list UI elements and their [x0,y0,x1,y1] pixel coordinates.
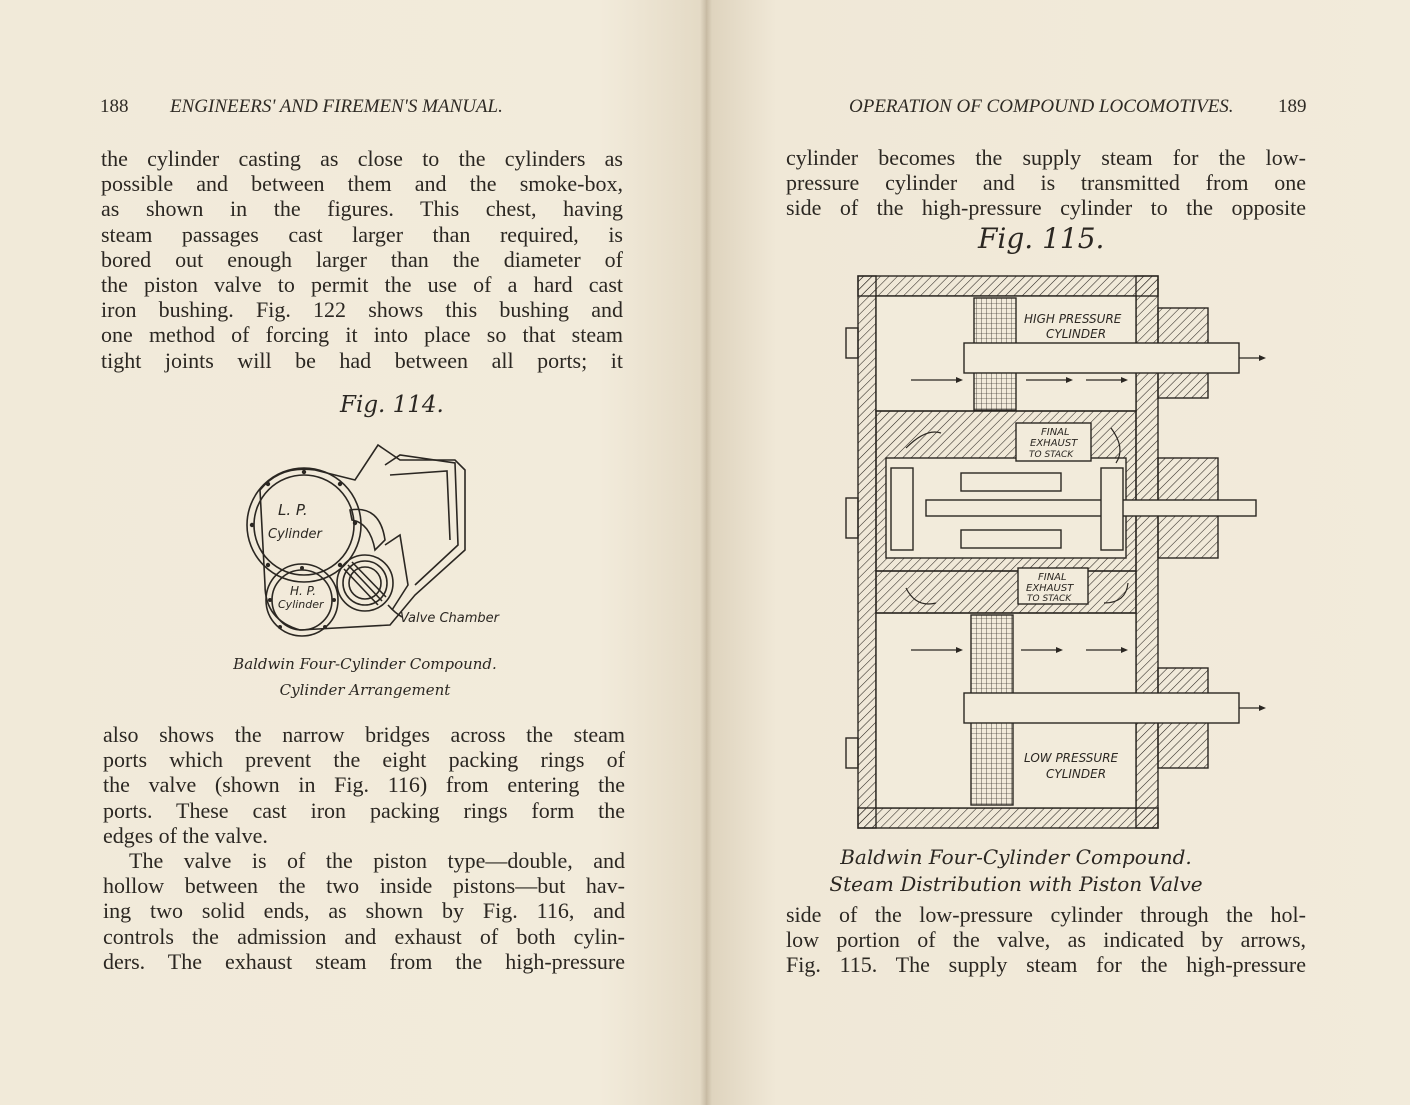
text-line: also shows the narrow bridges across the… [103,722,625,747]
right-page: OPERATION OF COMPOUND LOCOMOTIVES. 189 c… [706,0,1410,1105]
lp-cyl-label-1: LOW PRESSURE [1024,751,1119,765]
hp-cyl-label-2: CYLINDER [1046,327,1106,341]
left-page-number: 188 [100,96,129,117]
text-line: side of the high-pressure cylinder to th… [786,195,1306,221]
text-line: bored out enough larger than the diamete… [101,246,623,272]
lp-label-2: Cylinder [268,527,323,542]
text-line: Fig. 115. The supply steam for the high-… [786,952,1306,978]
text-line: iron bushing. Fig. 122 shows this bushin… [101,297,623,323]
fe-top-label-3: TO STACK [1029,450,1074,460]
left-page: 188 ENGINEERS' AND FIREMEN'S MANUAL. the… [0,0,706,1105]
text-line: low portion of the valve, as indicated b… [786,927,1306,953]
text-line: steam passages cast larger than required… [101,221,623,247]
text-line: The valve is of the piston type—double, … [129,848,625,873]
fe-bot-label-2: EXHAUST [1026,583,1074,594]
text-line: the valve (shown in Fig. 116) from enter… [103,772,625,798]
lp-label-1: L. P. [278,501,308,519]
text-line: ing two solid ends, as shown by Fig. 116… [103,898,625,924]
fe-top-label-2: EXHAUST [1030,438,1078,449]
fe-bot-label-1: FINAL [1038,572,1067,583]
hp-label-2: Cylinder [278,598,325,611]
figure-115-title: Fig. 115. [978,222,1105,255]
text-line: edges of the valve. [103,822,268,848]
figure-114-caption-1: Baldwin Four-Cylinder Compound. [233,655,497,673]
figure-115-caption-2: Steam Distribution with Piston Valve [829,872,1203,896]
figure-115-caption-1: Baldwin Four-Cylinder Compound. [840,845,1192,869]
fe-bot-label-3: TO STACK [1027,594,1072,604]
valve-chamber-label: Valve Chamber [400,611,501,626]
lp-cyl-label-2: CYLINDER [1046,767,1106,781]
text-line: hollow between the two inside pistons—bu… [103,873,625,899]
text-line: as shown in the figures. This chest, hav… [101,196,623,222]
figure-114-title: Fig. 114. [340,392,444,418]
text-line: possible and between them and the smoke-… [101,171,623,197]
text-line: one method of forcing it into place so t… [101,322,623,348]
text-line: ports which prevent the eight packing ri… [103,747,625,773]
text-line: controls the admission and exhaust of bo… [103,923,625,949]
text-line: pressure cylinder and is transmitted fro… [786,170,1306,196]
right-running-head: OPERATION OF COMPOUND LOCOMOTIVES. [849,96,1234,117]
fe-top-label-1: FINAL [1041,427,1070,438]
figure-114-caption-2: Cylinder Arrangement [279,681,451,699]
right-page-number: 189 [1278,96,1307,117]
figure-115-drawing: HIGH PRESSURE CYLINDER FINAL EXHAUST TO … [845,275,1266,829]
figure-114-drawing: L. P. Cylinder H. P. Cylinder Valve Cham… [246,443,501,637]
text-line: the cylinder casting as close to the cyl… [101,146,623,171]
text-line: ports. These cast iron packing rings for… [103,797,625,823]
hp-label-1: H. P. [290,584,316,598]
text-line: tight joints will be had between all por… [101,347,623,373]
text-line: side of the low-pressure cylinder throug… [786,902,1306,927]
text-line: ders. The exhaust steam from the high-pr… [103,948,625,974]
hp-cyl-label-1: HIGH PRESSURE [1024,312,1122,326]
text-line: the piston valve to permit the use of a … [101,272,623,297]
book-gutter [700,0,712,1105]
text-line: cylinder becomes the supply steam for th… [786,145,1306,170]
left-running-head: ENGINEERS' AND FIREMEN'S MANUAL. [170,96,503,117]
